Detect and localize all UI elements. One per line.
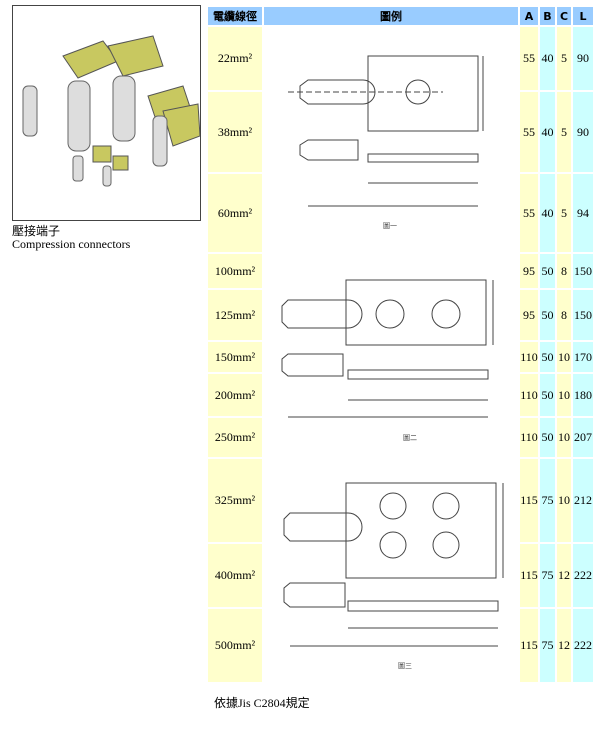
cell-figure (264, 544, 518, 607)
table-header: 電纜線徑 圖例 A B C L (208, 7, 593, 25)
cell-size: 400mm² (208, 544, 262, 607)
cell-l: 150 (573, 290, 593, 340)
cell-b: 75 (540, 459, 555, 542)
header-b: B (540, 7, 555, 25)
cell-c: 8 (557, 290, 571, 340)
cell-size: 60mm² (208, 174, 262, 252)
cell-l: 170 (573, 342, 593, 372)
cell-a: 55 (520, 174, 538, 252)
cell-size: 150mm² (208, 342, 262, 372)
cell-figure (264, 174, 518, 252)
compression-connectors-image (22, 35, 201, 187)
cell-l: 94 (573, 174, 593, 252)
cell-size: 22mm² (208, 27, 262, 90)
cell-b: 40 (540, 27, 555, 90)
cell-figure (264, 342, 518, 372)
cell-a: 55 (520, 27, 538, 90)
cell-a: 110 (520, 342, 538, 372)
header-figure: 圖例 (264, 7, 518, 25)
cell-figure (264, 418, 518, 457)
cell-figure (264, 27, 518, 90)
cell-l: 180 (573, 374, 593, 416)
cell-c: 12 (557, 609, 571, 682)
header-l: L (573, 7, 593, 25)
cell-b: 50 (540, 374, 555, 416)
svg-text:圖一: 圖一 (383, 222, 397, 230)
cell-c: 5 (557, 174, 571, 252)
product-photo (12, 5, 201, 221)
cell-b: 40 (540, 92, 555, 172)
figure-1-drawing: 圖一 (288, 55, 484, 230)
cell-l: 207 (573, 418, 593, 457)
cell-a: 95 (520, 290, 538, 340)
cell-b: 75 (540, 544, 555, 607)
cell-a: 110 (520, 374, 538, 416)
header-size: 電纜線徑 (208, 7, 262, 25)
cell-l: 90 (573, 92, 593, 172)
cell-c: 5 (557, 92, 571, 172)
cell-size: 100mm² (208, 254, 262, 288)
cell-size: 200mm² (208, 374, 262, 416)
cell-l: 222 (573, 544, 593, 607)
cell-c: 10 (557, 342, 571, 372)
cell-figure (264, 290, 518, 340)
cell-l: 150 (573, 254, 593, 288)
figure-3-drawing: 圖三 (283, 482, 504, 670)
cell-c: 12 (557, 544, 571, 607)
cell-b: 50 (540, 290, 555, 340)
figure-2-drawing: 圖二 (281, 279, 494, 442)
cell-size: 325mm² (208, 459, 262, 542)
cell-c: 10 (557, 418, 571, 457)
cell-l: 212 (573, 459, 593, 542)
cell-c: 8 (557, 254, 571, 288)
cell-figure (264, 254, 518, 288)
cell-size: 500mm² (208, 609, 262, 682)
cell-a: 55 (520, 92, 538, 172)
cell-figure (264, 374, 518, 416)
svg-text:圖三: 圖三 (398, 662, 412, 670)
cell-c: 10 (557, 374, 571, 416)
header-a: A (520, 7, 538, 25)
cell-b: 40 (540, 174, 555, 252)
cell-b: 75 (540, 609, 555, 682)
cell-c: 5 (557, 27, 571, 90)
cell-figure (264, 459, 518, 542)
cell-l: 222 (573, 609, 593, 682)
cell-a: 115 (520, 459, 538, 542)
cell-l: 90 (573, 27, 593, 90)
cell-c: 10 (557, 459, 571, 542)
cell-a: 115 (520, 609, 538, 682)
svg-text:圖二: 圖二 (403, 434, 417, 442)
product-title-en: Compression connectors (12, 237, 131, 251)
cell-a: 95 (520, 254, 538, 288)
cell-b: 50 (540, 418, 555, 457)
product-title-zh: 壓接端子 (12, 224, 61, 238)
cell-size: 38mm² (208, 92, 262, 172)
cell-a: 115 (520, 544, 538, 607)
header-c: C (557, 7, 571, 25)
cell-size: 125mm² (208, 290, 262, 340)
cell-size: 250mm² (208, 418, 262, 457)
cell-b: 50 (540, 254, 555, 288)
standard-footnote: 依據Jis C2804規定 (214, 696, 310, 710)
cell-a: 110 (520, 418, 538, 457)
cell-b: 50 (540, 342, 555, 372)
